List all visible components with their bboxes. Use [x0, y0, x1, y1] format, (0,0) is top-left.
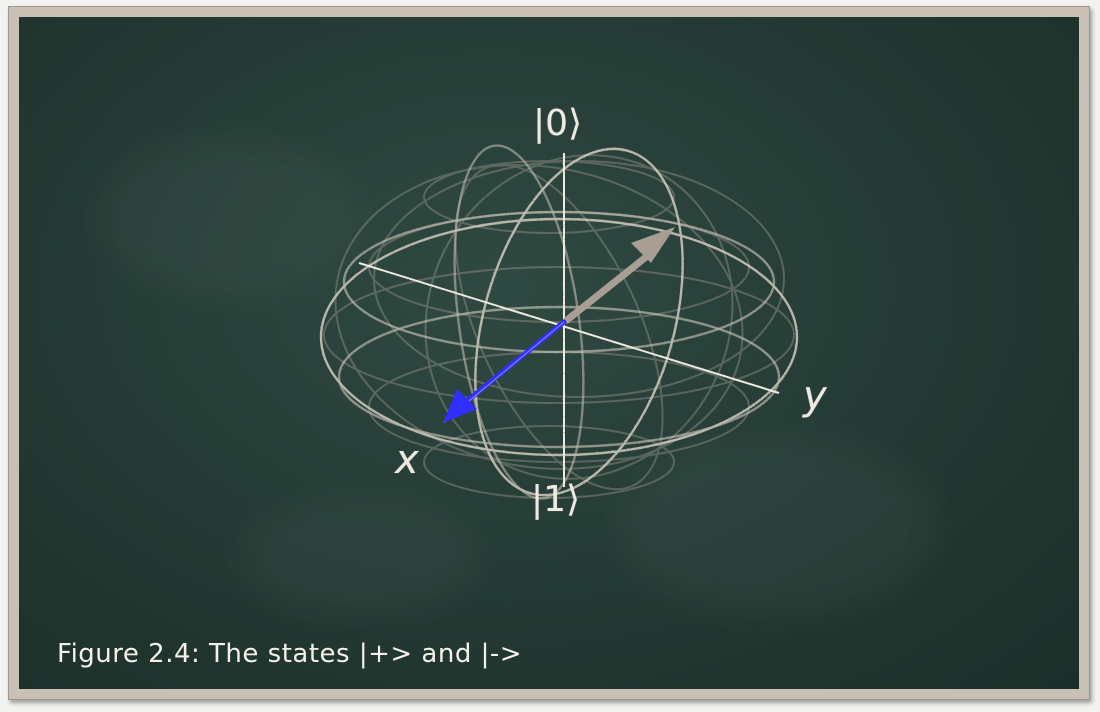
y-axis-label: y — [803, 373, 827, 419]
ket-zero-label: |0⟩ — [533, 103, 583, 144]
sphere-wireframe-back — [323, 154, 795, 499]
chalkboard: |0⟩ |1⟩ y x Figure 2.4: The states |+> a… — [19, 17, 1079, 689]
state-minus-vector — [563, 227, 675, 324]
figure-caption: Figure 2.4: The states |+> and |-> — [57, 639, 523, 669]
sphere-wireframe-front — [319, 144, 799, 500]
ket-one-label: |1⟩ — [531, 479, 581, 520]
chalkboard-frame: |0⟩ |1⟩ y x Figure 2.4: The states |+> a… — [8, 6, 1090, 700]
x-axis-label: x — [395, 437, 419, 483]
y-axis-line — [358, 262, 780, 394]
state-plus-vector — [443, 319, 567, 423]
bloch-sphere — [319, 144, 799, 500]
